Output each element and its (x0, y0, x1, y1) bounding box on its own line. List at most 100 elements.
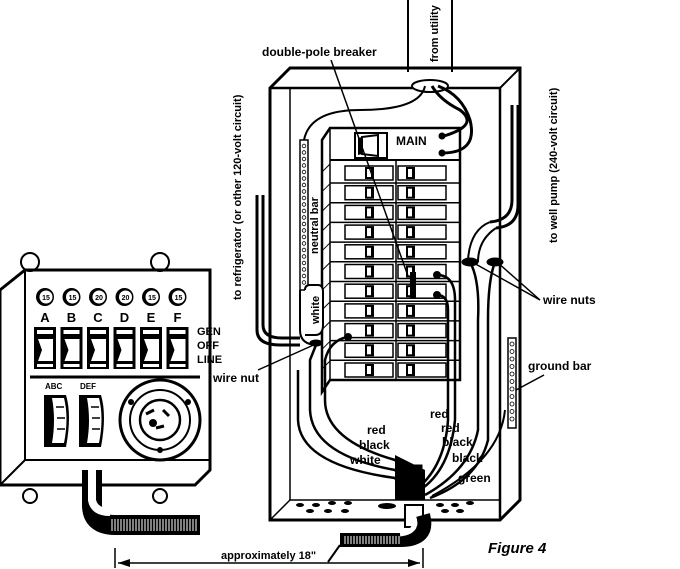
amp-value: 15 (175, 295, 183, 302)
panel-breaker[interactable] (344, 362, 394, 378)
label-wire-nut: wire nut (212, 371, 259, 385)
panel-breaker[interactable] (344, 244, 394, 260)
transfer-rocker-switch[interactable] (87, 327, 109, 369)
arrow-left-icon (118, 559, 130, 567)
label-ground-bar: ground bar (528, 359, 592, 373)
transfer-rocker-switch[interactable] (113, 327, 136, 369)
meter-abc (44, 395, 69, 447)
amp-value: 20 (95, 295, 103, 302)
wire-label-right-black-2: black (452, 451, 483, 465)
circuit-letter: E (147, 310, 156, 325)
dimension-line (114, 548, 424, 568)
breaker-rows (321, 160, 460, 381)
panel-breaker[interactable] (344, 204, 394, 221)
wire-label-right-black-1: black (442, 435, 473, 449)
mounting-tab (20, 252, 40, 272)
panel-breaker[interactable] (344, 283, 394, 299)
transfer-rocker-switch[interactable] (140, 327, 162, 369)
knockouts (296, 501, 474, 513)
amp-badge: 15 (142, 288, 160, 306)
meter-def (79, 395, 104, 447)
panel-corner (499, 67, 521, 89)
well-pump-cable-a (489, 105, 514, 224)
utility-hot-wire-2 (437, 84, 473, 155)
transfer-rocker-switch[interactable] (34, 327, 56, 369)
power-inlet-receptacle (118, 378, 202, 462)
switch-position-line: LINE (197, 354, 222, 366)
switch-conduit (82, 470, 200, 535)
neutral-bar (299, 139, 309, 291)
transfer-rocker-switch[interactable] (60, 327, 83, 369)
mounting-tab (152, 488, 168, 504)
amp-value: 15 (42, 295, 50, 302)
panel-breaker[interactable] (397, 204, 447, 221)
switch-position-gen: GEN (197, 326, 221, 338)
amp-value: 20 (122, 295, 130, 302)
panel-breaker[interactable] (344, 184, 394, 201)
wire-label-left-red: red (367, 423, 386, 437)
arrow-right-icon (408, 559, 420, 567)
transfer-rocker-switch[interactable] (166, 327, 189, 369)
refrigerator-cable-b (261, 195, 300, 340)
amp-badge: 15 (168, 288, 187, 306)
label-from-utility: from utility (429, 4, 441, 62)
figure-title: Figure 4 (488, 540, 547, 557)
double-pole-tie-bar (410, 272, 416, 298)
circuit-letter: F (174, 310, 182, 325)
panel-breaker[interactable] (344, 322, 394, 339)
amp-value: 15 (148, 295, 156, 302)
label-wire-nuts: wire nuts (542, 293, 596, 307)
wires (255, 0, 520, 501)
transfer-switch (0, 252, 212, 504)
main-lug (438, 149, 446, 157)
switch-position-off: OFF (197, 340, 219, 352)
main-panel: MAIN (268, 66, 522, 522)
refrigerator-cable-a (255, 195, 300, 347)
leader-double-pole-breaker (330, 59, 409, 277)
wire-label-left-black: black (359, 438, 390, 452)
panel-breaker[interactable] (397, 342, 447, 359)
amp-badge: 20 (89, 288, 107, 306)
amp-badge: 20 (115, 288, 134, 306)
circuit-letter: B (67, 310, 76, 325)
main-label: MAIN (396, 134, 427, 148)
amp-badge: 15 (62, 288, 81, 306)
circuit-letter: D (120, 310, 129, 325)
panel-breaker[interactable] (344, 303, 394, 319)
label-dimension: approximately 18" (221, 550, 316, 562)
leader-wire-nuts-2 (496, 261, 541, 301)
main-lug (438, 132, 446, 140)
panel-breaker[interactable] (397, 165, 447, 181)
panel-breaker[interactable] (344, 224, 394, 240)
well-pump-cable-b (495, 105, 520, 230)
panel-breaker[interactable] (397, 322, 447, 339)
amp-badges: 15 15 20 20 15 15 (36, 288, 187, 306)
label-to-well-pump: to well pump (240-volt circuit) (548, 87, 560, 243)
wire-bundle (399, 464, 423, 501)
amp-value: 15 (69, 295, 77, 302)
conduit-ridges (111, 519, 197, 531)
leader-wire-nut (257, 342, 319, 371)
meter-label-def: DEF (80, 382, 96, 391)
panel-breaker[interactable] (397, 362, 447, 378)
wire-label-right-red-2: red (441, 421, 460, 435)
utility-neutral-wire (303, 85, 426, 141)
panel-breaker[interactable] (397, 244, 447, 260)
utility-entry (411, 79, 449, 93)
panel-breaker[interactable] (397, 224, 447, 240)
circuit-letter: C (93, 310, 103, 325)
panel-breaker[interactable] (397, 303, 447, 319)
switch-bevel (0, 459, 26, 486)
leader-wire-nuts-1 (471, 261, 541, 301)
meter-label-abc: ABC (45, 382, 63, 391)
wire-label-right-green: green (458, 471, 491, 485)
panel-breaker[interactable] (344, 342, 394, 359)
label-white-neutral: white (310, 296, 322, 325)
label-neutral-bar: neutral bar (309, 196, 321, 254)
mounting-tab (150, 252, 170, 272)
ground-bar (507, 337, 517, 429)
panel-breaker[interactable] (344, 263, 394, 280)
panel-breaker[interactable] (397, 184, 447, 201)
